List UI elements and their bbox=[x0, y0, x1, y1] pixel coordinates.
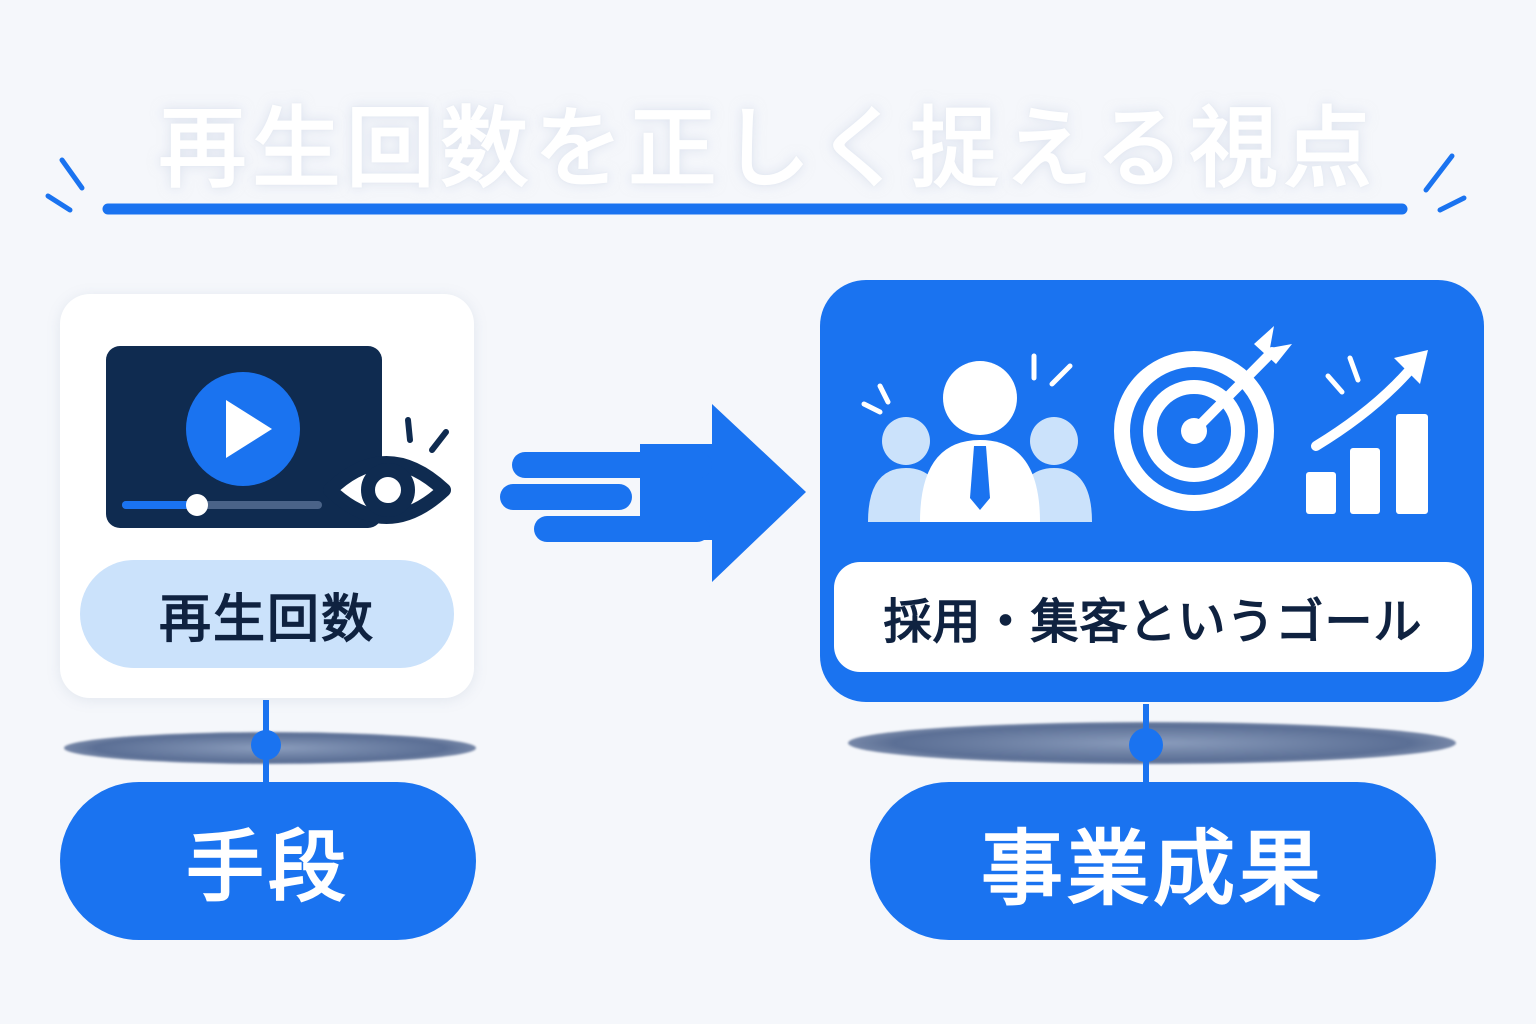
video-progress-bar bbox=[122, 494, 322, 516]
target-icon bbox=[1114, 326, 1292, 511]
growth-chart-icon bbox=[1306, 350, 1428, 514]
views-label: 再生回数 bbox=[80, 560, 454, 668]
eye-icon bbox=[323, 417, 451, 524]
means-label: 手段 bbox=[60, 782, 476, 940]
arrow-right-icon bbox=[500, 404, 806, 582]
page-title: 再生回数を正しく捉える視点 bbox=[158, 97, 1378, 200]
play-icon bbox=[186, 372, 300, 486]
sparkle-right-icon bbox=[1423, 153, 1467, 213]
sparkle-left-icon bbox=[45, 157, 85, 213]
people-icon bbox=[861, 353, 1092, 522]
goal-label: 採用・集客というゴール bbox=[834, 562, 1472, 672]
right-connector bbox=[1129, 704, 1163, 782]
left-connector bbox=[251, 700, 281, 782]
business-result-label: 事業成果 bbox=[870, 782, 1436, 940]
